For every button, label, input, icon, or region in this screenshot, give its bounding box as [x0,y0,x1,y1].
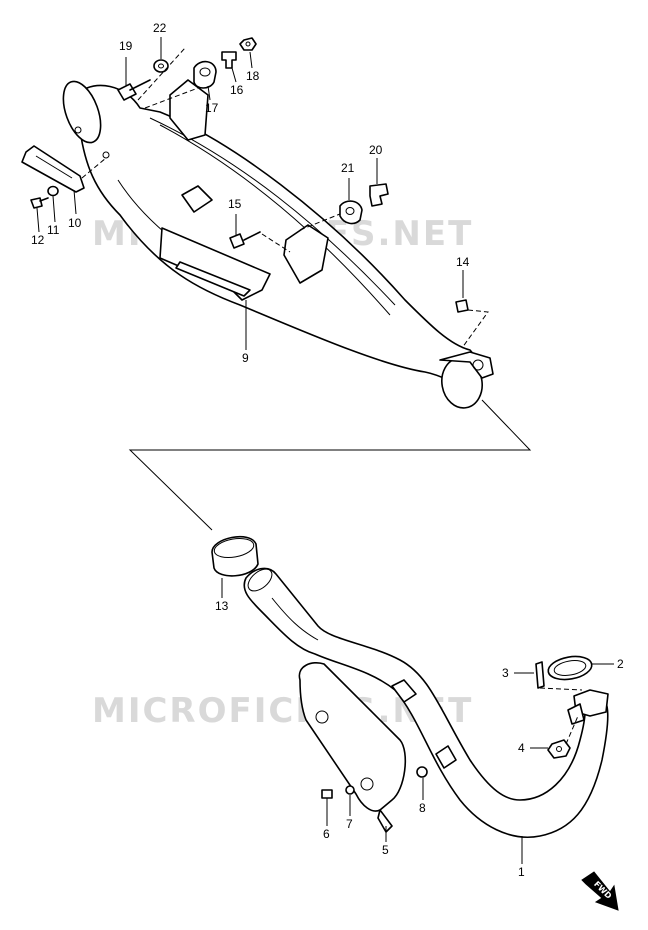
callout-20: 20 [369,143,383,157]
callout-18: 18 [246,69,260,83]
callout-16: 16 [230,83,244,97]
screw-6 [321,789,333,826]
callout-3: 3 [502,666,509,680]
fwd-arrow-icon: FWD [581,871,619,911]
callout-14: 14 [456,255,470,269]
callout-8: 8 [419,801,426,815]
collar-20 [369,158,389,207]
callout-15: 15 [228,197,242,211]
washer-7 [345,785,355,816]
callout-11: 11 [47,223,60,237]
callout-1: 1 [518,865,525,879]
connector-line [128,399,532,531]
callout-2: 2 [617,657,624,671]
callout-13: 13 [215,599,229,613]
washer-22 [153,37,169,73]
nut-4 [530,715,579,759]
washer-8 [416,766,428,800]
callout-5: 5 [382,843,389,857]
bolt-15 [229,214,291,253]
gasket-plate-10 [21,145,107,215]
collar-16 [221,51,237,83]
callout-22: 22 [153,21,167,35]
washer-11 [47,185,59,223]
callout-7: 7 [346,817,353,831]
callout-4: 4 [518,741,525,755]
callout-12: 12 [31,233,45,247]
exhaust-pipe [243,567,609,864]
nut-18 [239,37,257,69]
muffler [62,79,494,409]
callout-9: 9 [242,351,249,365]
stud-3 [514,661,583,691]
callout-21: 21 [341,161,355,175]
callout-6: 6 [323,827,330,841]
heat-shield-5 [298,662,407,842]
bolt-19 [117,57,151,101]
callout-10: 10 [68,216,82,230]
bolt-14 [455,270,489,349]
grommet-21 [339,178,363,225]
screw-12 [30,197,49,233]
callout-19: 19 [119,39,133,53]
callout-17: 17 [205,101,219,115]
gasket-2 [547,655,614,681]
gasket-13 [211,535,259,598]
grommet-17 [193,60,217,101]
